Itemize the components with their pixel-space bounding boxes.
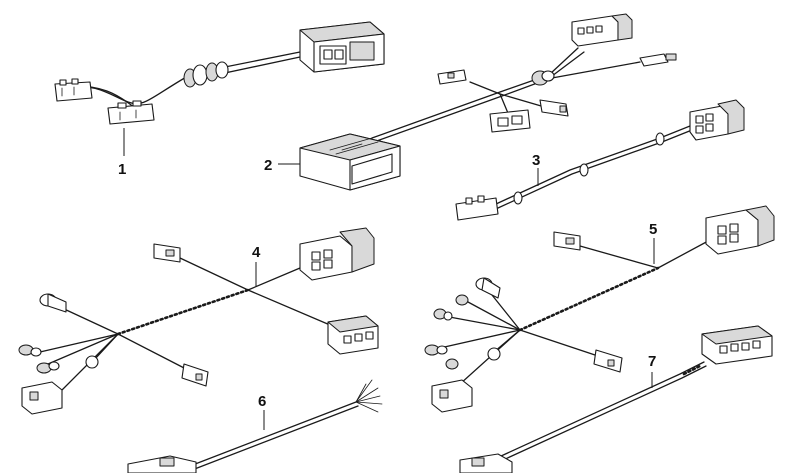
wiring-harness-6[interactable] bbox=[127, 379, 383, 473]
bulb-socket-5b bbox=[455, 294, 469, 306]
small-plug-4a bbox=[153, 243, 181, 263]
socket-connector-2a bbox=[571, 13, 633, 47]
bulb-socket-4a bbox=[39, 293, 67, 313]
small-plug-4b bbox=[181, 363, 209, 387]
square-connector-4 bbox=[21, 381, 63, 415]
square-connector-5 bbox=[431, 379, 473, 413]
small-plug-2c bbox=[539, 99, 569, 117]
wiring-harness-1[interactable] bbox=[54, 21, 385, 125]
bulb-socket-4b bbox=[18, 344, 42, 357]
wiring-harness-3[interactable] bbox=[455, 99, 745, 221]
grommet-2 bbox=[531, 70, 555, 86]
multi-pin-connector-4b bbox=[327, 315, 379, 355]
multi-pin-connector-5 bbox=[705, 205, 775, 255]
small-plug-2a bbox=[437, 69, 467, 85]
multi-pin-connector-4a bbox=[299, 227, 375, 281]
bulb-socket-5e bbox=[445, 347, 501, 370]
bulb-socket-4d bbox=[85, 355, 99, 369]
grommet-3a bbox=[513, 191, 523, 205]
multi-pin-connector-7 bbox=[701, 325, 773, 365]
terminal-connector-6 bbox=[127, 455, 197, 473]
small-plug-5a bbox=[553, 231, 581, 251]
wiring-harness-7[interactable] bbox=[459, 325, 773, 473]
callout-5[interactable]: 5 bbox=[649, 221, 657, 238]
multi-pin-connector-3 bbox=[689, 99, 745, 141]
small-plug-5b bbox=[593, 349, 623, 373]
grommet-3b bbox=[579, 163, 589, 177]
terminal-connector-7 bbox=[459, 453, 513, 473]
wiring-harness-5[interactable] bbox=[424, 205, 775, 413]
callout-7[interactable]: 7 bbox=[648, 353, 656, 370]
callout-4[interactable]: 4 bbox=[252, 244, 261, 261]
bulb-socket-5c bbox=[433, 308, 453, 321]
bulb-socket-5d bbox=[424, 344, 448, 356]
grommet-3c bbox=[655, 132, 665, 146]
terminal-connector-1b bbox=[107, 100, 155, 125]
square-connector-2d bbox=[489, 109, 531, 133]
callout-3[interactable]: 3 bbox=[532, 152, 540, 169]
inline-plug-1 bbox=[183, 61, 229, 88]
blade-plug-2b bbox=[639, 53, 677, 67]
wiring-harness-4[interactable] bbox=[18, 227, 379, 415]
bulb-socket-4c bbox=[36, 361, 60, 374]
wiring-harness-2[interactable] bbox=[299, 13, 677, 191]
callout-1[interactable]: 1 bbox=[118, 161, 126, 178]
multi-pin-housing-1 bbox=[299, 21, 385, 73]
callout-6[interactable]: 6 bbox=[258, 393, 266, 410]
junction-block-2 bbox=[299, 133, 401, 191]
callout-2[interactable]: 2 bbox=[264, 157, 272, 174]
bulb-socket-5a bbox=[475, 277, 501, 299]
terminal-connector-1a bbox=[54, 78, 93, 102]
terminal-connector-3a bbox=[455, 195, 499, 221]
